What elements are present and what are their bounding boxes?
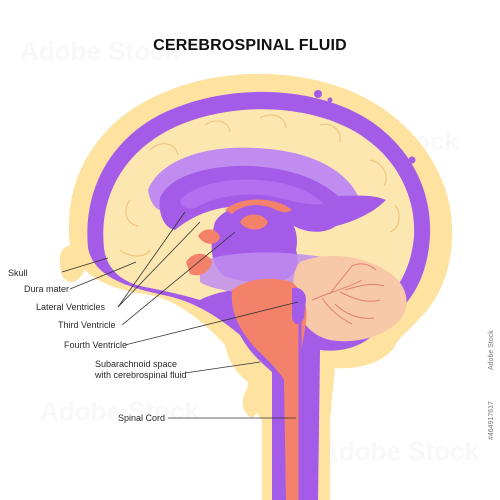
label-fourth-ventricle: Fourth Ventricle: [64, 340, 127, 350]
arachnoid-granulation: [327, 97, 333, 103]
leader-third-ventricle: [121, 231, 236, 326]
label-lateral-ventricles: Lateral Ventricles: [36, 302, 106, 312]
fourth-ventricle: [292, 287, 306, 324]
lateral-ventricle: [159, 165, 386, 232]
optic-chiasm: [198, 229, 220, 244]
label-dura-mater: Dura mater: [24, 284, 69, 294]
leader-lateral-ventricles: [117, 211, 186, 308]
fornix: [225, 199, 292, 214]
arbor-vitae: [311, 263, 385, 325]
label-third-ventricle: Third Ventricle: [58, 320, 116, 330]
cerebellum: [293, 255, 407, 342]
watermark-id: #464917617: [488, 401, 495, 440]
label-skull: Skull: [8, 268, 28, 278]
skull-base-fragment: [242, 385, 260, 418]
watermark-tile: Adobe Stock: [320, 436, 479, 466]
leader-fourth-ventricle: [124, 301, 299, 346]
leader-subarachnoid: [184, 361, 261, 374]
leader-dura-mater: [69, 261, 137, 290]
interthalamic-adhesion: [240, 214, 268, 230]
brainstem: [231, 278, 307, 500]
label-subarachnoid-line1: Subarachnoid space: [95, 359, 177, 369]
skull-base-fragment: [59, 245, 86, 282]
label-spinal-cord: Spinal Cord: [118, 413, 165, 423]
page-title: CEREBROSPINAL FLUID: [153, 37, 347, 54]
watermark-brand: Adobe Stock: [488, 330, 495, 370]
arachnoid-granulation: [408, 156, 416, 164]
label-subarachnoid-line2: with cerebrospinal fluid: [94, 370, 187, 380]
arachnoid-granulation: [314, 90, 322, 98]
leader-skull: [61, 257, 109, 273]
leader-lateral-ventricles-2: [117, 221, 201, 308]
lateral-ventricle-inner: [180, 179, 324, 209]
leader-lines: [61, 211, 299, 419]
pituitary-region: [186, 253, 212, 276]
